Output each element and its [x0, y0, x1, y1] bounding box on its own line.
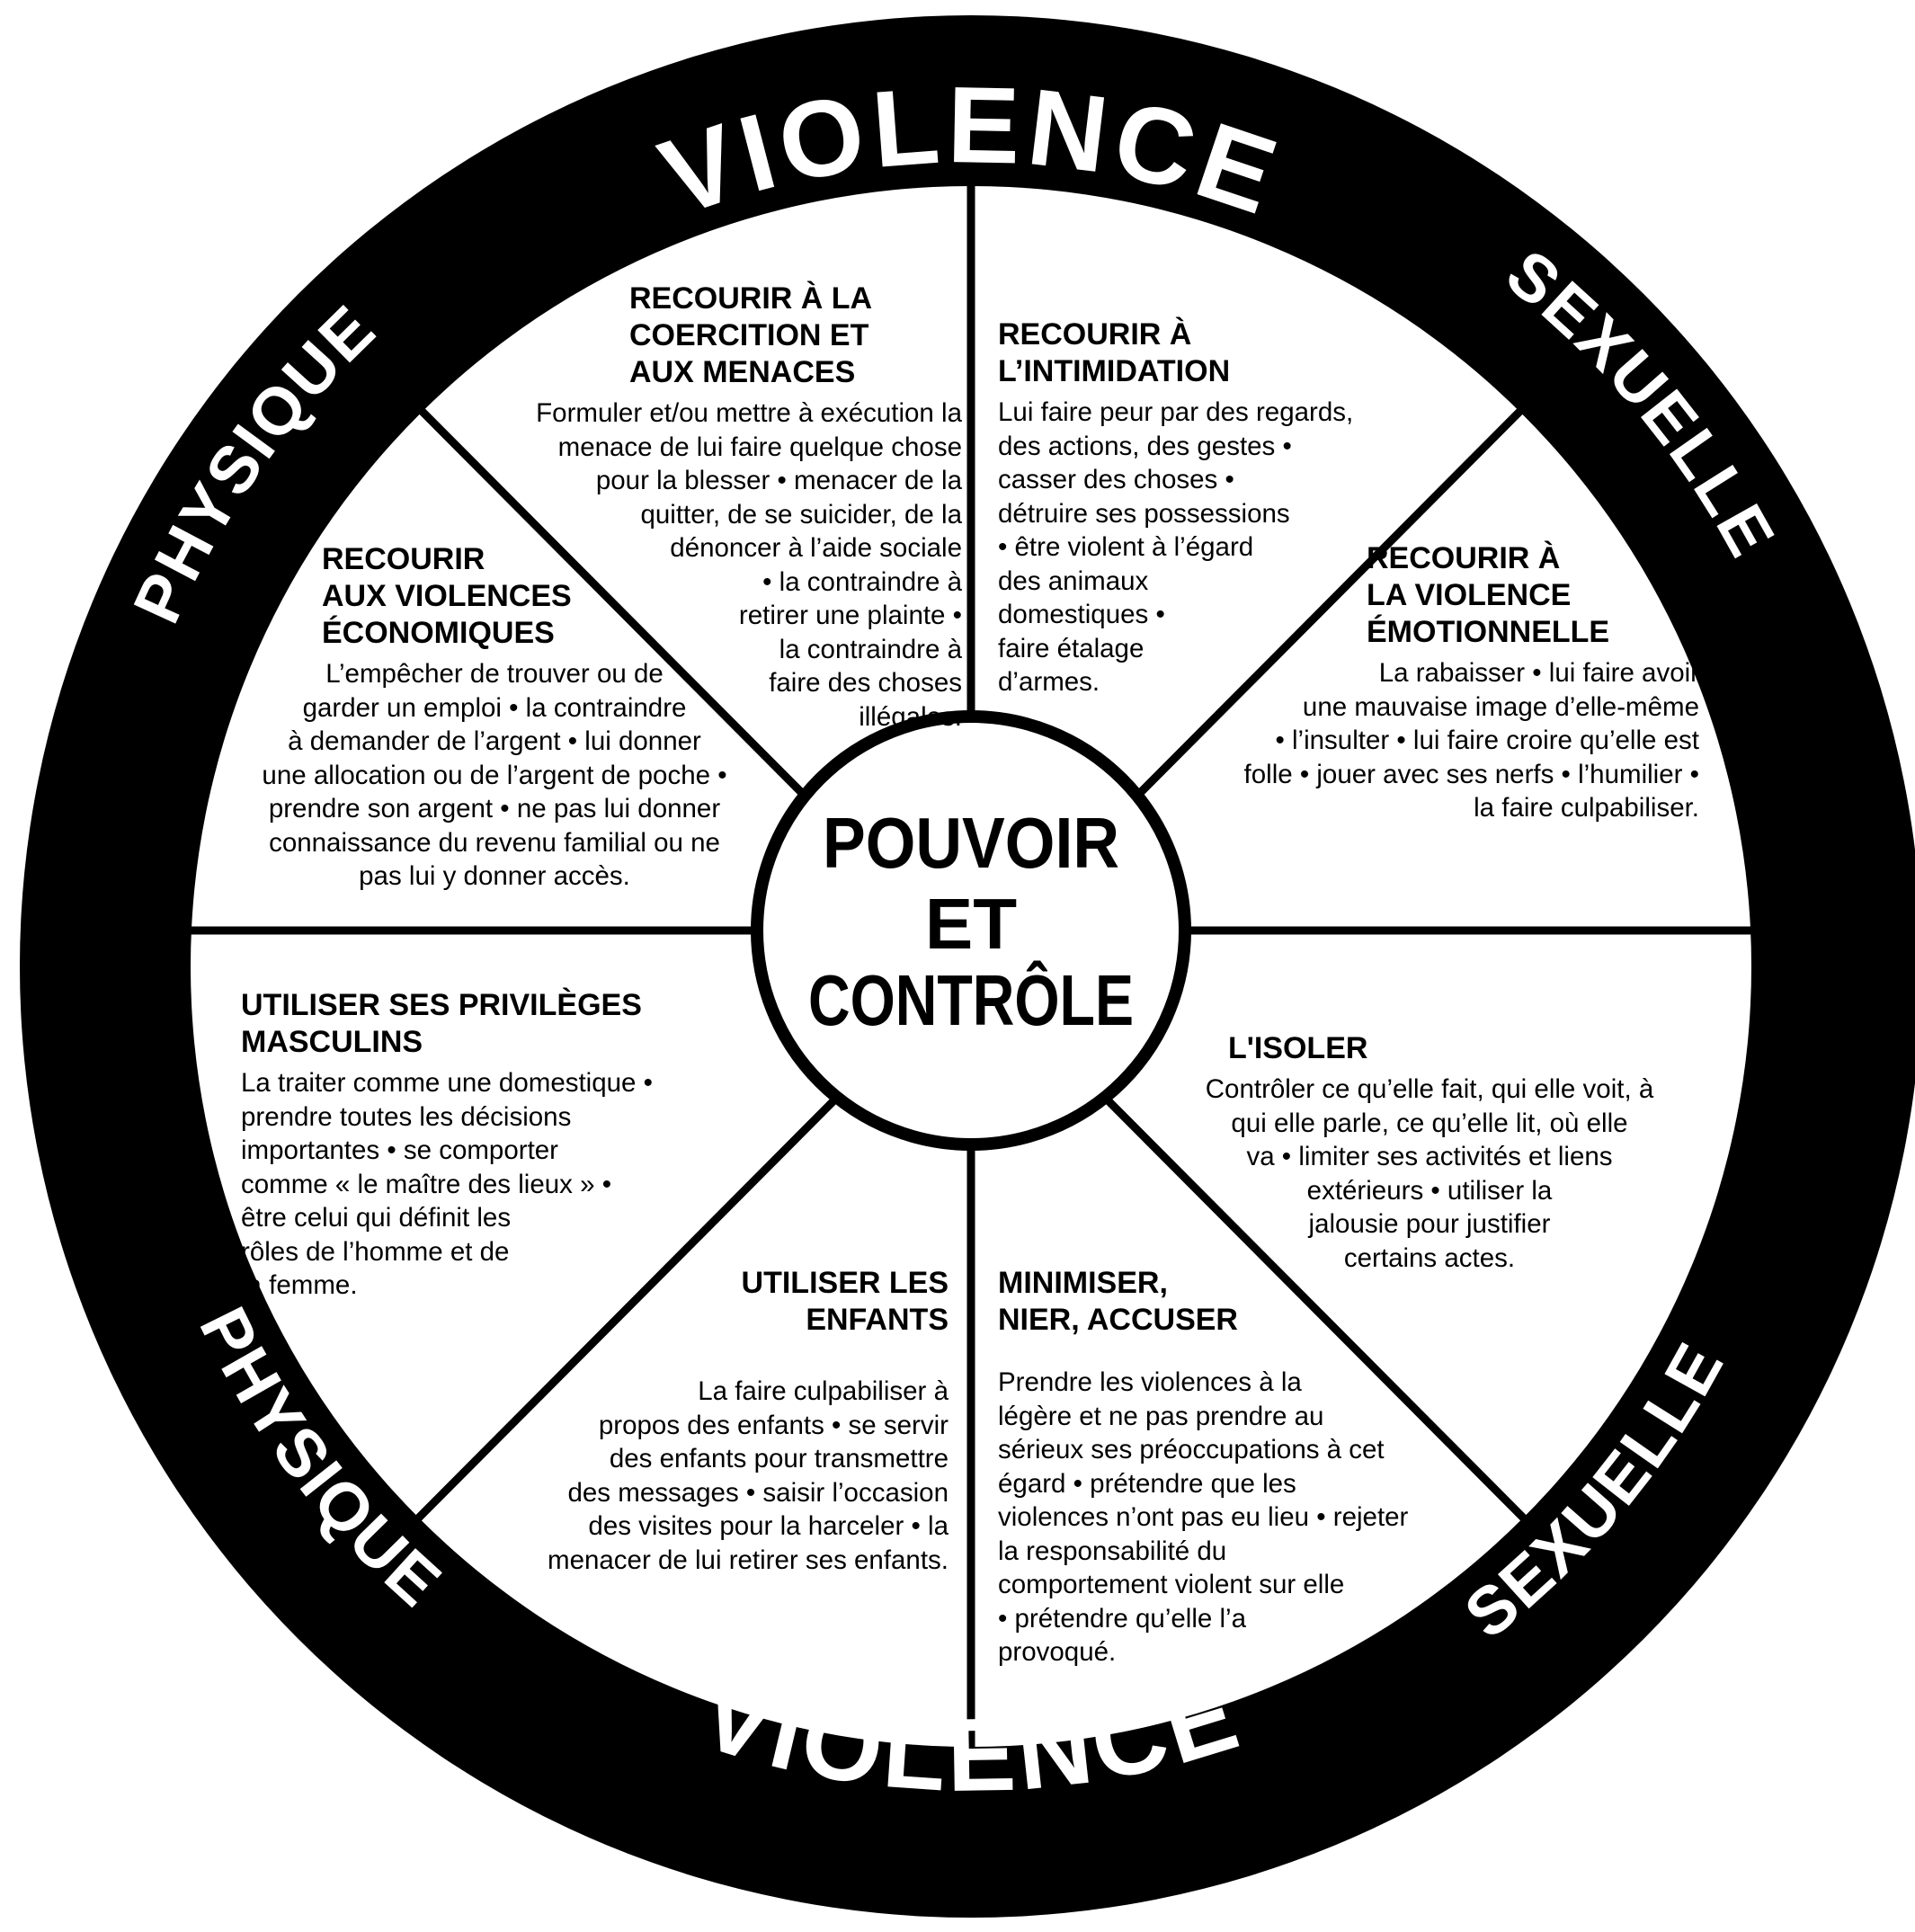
center-hub: [751, 710, 1191, 1151]
segment-minimize: MINIMISER,NIER, ACCUSER Prendre les viol…: [998, 1265, 1465, 1669]
segment-isolation: L'ISOLER Contrôler ce qu’elle fait, qui …: [1187, 1030, 1672, 1275]
segment-minimize-title: MINIMISER,NIER, ACCUSER: [998, 1266, 1238, 1337]
segment-privilege-body: La traiter comme une domestique •prendre…: [241, 1068, 653, 1300]
center-line-2: ET: [925, 884, 1017, 964]
center-line-1: POUVOIR: [823, 803, 1119, 883]
segment-isolation-title: L'ISOLER: [1228, 1031, 1368, 1065]
segment-isolation-body: Contrôler ce qu’elle fait, qui elle voit…: [1205, 1074, 1654, 1273]
segment-intimidation-body: Lui faire peur par des regards,des actio…: [998, 397, 1354, 697]
center-line-3: CONTRÔLE: [808, 960, 1134, 1040]
